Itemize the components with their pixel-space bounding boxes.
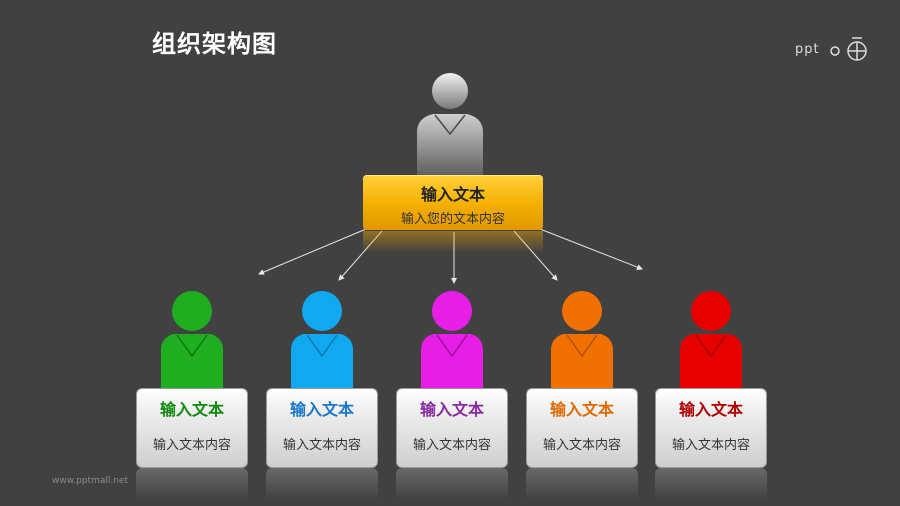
- child-node-4: 输入文本 输入文本内容: [526, 290, 638, 506]
- child-reflection: [396, 468, 508, 500]
- top-person-icon: [417, 73, 483, 176]
- child-heading: 输入文本: [289, 400, 354, 419]
- person-icon: [680, 291, 742, 388]
- child-subtext: 输入文本内容: [671, 438, 750, 453]
- child-card: 输入文本 输入文本内容: [266, 388, 378, 468]
- arrow-1: [258, 228, 367, 275]
- child-card: 输入文本 输入文本内容: [136, 388, 248, 468]
- logo-text: ppt: [795, 42, 820, 57]
- child-heading: 输入文本: [678, 400, 743, 419]
- child-card: 输入文本 输入文本内容: [396, 388, 508, 468]
- arrow-2: [338, 230, 383, 281]
- child-node-3: 输入文本 输入文本内容: [396, 290, 508, 506]
- child-heading: 输入文本: [159, 400, 224, 419]
- child-reflection: [655, 468, 767, 500]
- child-heading: 输入文本: [419, 400, 484, 419]
- child-node-5: 输入文本 输入文本内容: [655, 290, 767, 506]
- page-title: 组织架构图: [152, 30, 277, 58]
- person-icon: [551, 291, 613, 388]
- child-heading: 输入文本: [549, 400, 614, 419]
- child-card: 输入文本 输入文本内容: [655, 388, 767, 468]
- child-subtext: 输入文本内容: [412, 438, 491, 453]
- child-reflection: [136, 468, 248, 500]
- child-subtext: 输入文本内容: [152, 438, 231, 453]
- top-node-reflection: [363, 231, 543, 253]
- child-reflection: [526, 468, 638, 500]
- top-node-heading: 输入文本: [420, 185, 485, 204]
- person-icon: [291, 291, 353, 388]
- child-subtext: 输入文本内容: [282, 438, 361, 453]
- arrow-4: [513, 230, 558, 281]
- child-node-1: 输入文本 输入文本内容: [136, 290, 248, 506]
- person-icon: [161, 291, 223, 388]
- ppt-logo: ppt: [795, 36, 875, 66]
- watermark: www.pptmall.net: [52, 476, 128, 486]
- arrow-5: [539, 228, 643, 270]
- logo-icon: [830, 37, 867, 61]
- person-icon: [421, 291, 483, 388]
- child-subtext: 输入文本内容: [542, 438, 621, 453]
- child-reflection: [266, 468, 378, 500]
- child-card: 输入文本 输入文本内容: [526, 388, 638, 468]
- child-node-2: 输入文本 输入文本内容: [266, 290, 378, 506]
- top-node-box: 输入文本 输入您的文本内容: [363, 175, 543, 230]
- top-node-subtext: 输入您的文本内容: [400, 212, 505, 227]
